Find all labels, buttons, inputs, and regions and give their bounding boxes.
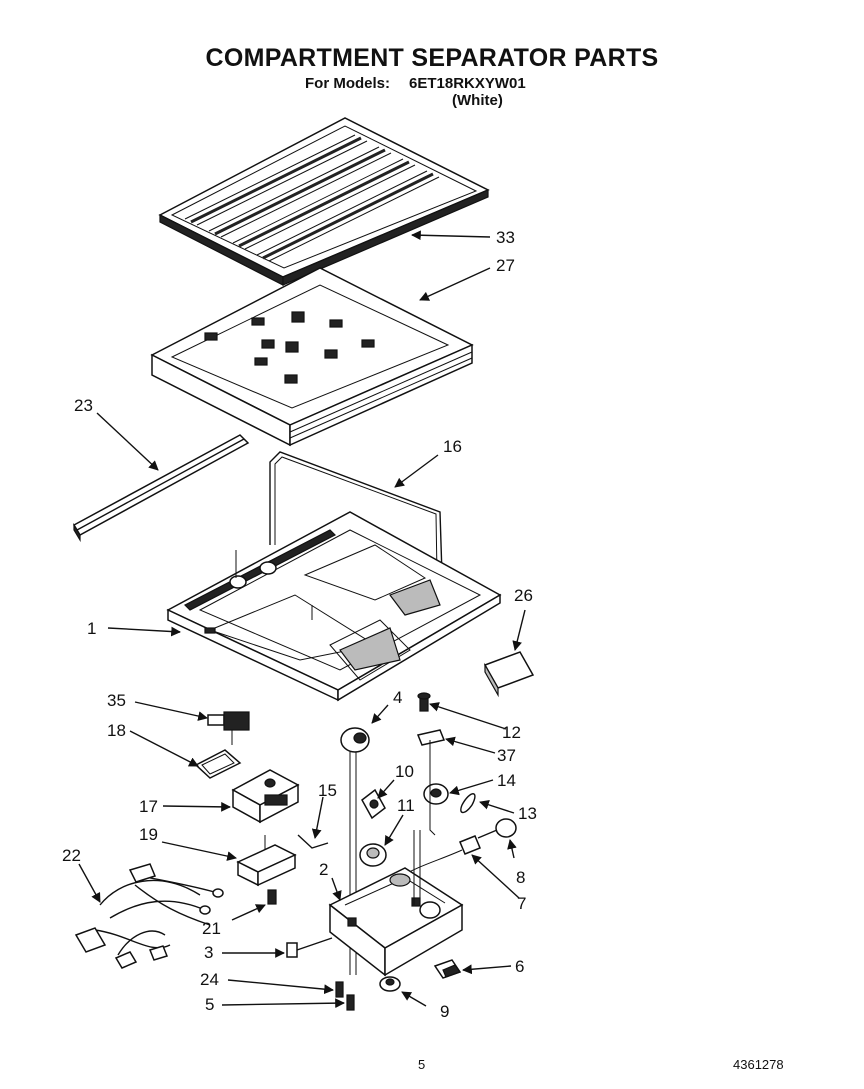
callout-7: 7 bbox=[517, 894, 526, 913]
document-number: 4361278 bbox=[733, 1057, 784, 1072]
callout-17: 17 bbox=[139, 797, 158, 816]
part-1-compartment-separator bbox=[166, 511, 502, 702]
part-8-light-socket bbox=[477, 818, 517, 839]
part-6-light-shield bbox=[433, 959, 462, 979]
callout-10: 10 bbox=[395, 762, 414, 781]
callout-37: 37 bbox=[497, 746, 516, 765]
part-21-screw bbox=[267, 889, 277, 905]
model-number: 6ET18RKXYW01 bbox=[409, 75, 526, 92]
part-15-clip bbox=[297, 834, 329, 849]
callout-6: 6 bbox=[515, 957, 524, 976]
part-19-control-cover bbox=[236, 835, 297, 887]
callout-1: 1 bbox=[87, 619, 96, 638]
part-17-control-housing bbox=[231, 769, 300, 824]
leader-lines bbox=[78, 230, 526, 1009]
part-22-wire-harness bbox=[74, 863, 224, 969]
callout-26: 26 bbox=[514, 586, 533, 605]
part-35-knob-shaft bbox=[207, 711, 250, 745]
part-33-shelf-grille bbox=[158, 117, 490, 286]
callout-22: 22 bbox=[62, 846, 81, 865]
part-2-control-housing bbox=[328, 830, 464, 977]
callout-4: 4 bbox=[393, 688, 402, 707]
callout-16: 16 bbox=[443, 437, 462, 456]
part-23-trim-strip bbox=[72, 434, 250, 543]
callout-14: 14 bbox=[497, 771, 516, 790]
callout-3: 3 bbox=[204, 943, 213, 962]
callout-21: 21 bbox=[202, 919, 221, 938]
callout-13: 13 bbox=[518, 804, 537, 823]
callout-15: 15 bbox=[318, 781, 337, 800]
callout-18: 18 bbox=[107, 721, 126, 740]
callout-24: 24 bbox=[200, 970, 219, 989]
part-16-heater-wire bbox=[269, 451, 443, 576]
callout-8: 8 bbox=[516, 868, 525, 887]
part-37-tape bbox=[416, 729, 446, 746]
callout-23: 23 bbox=[74, 396, 93, 415]
callout-5: 5 bbox=[205, 995, 214, 1014]
part-5-screw bbox=[346, 994, 355, 1011]
page-title: COMPARTMENT SEPARATOR PARTS bbox=[205, 44, 659, 72]
callout-33: 33 bbox=[496, 228, 515, 247]
model-line: For Models: 6ET18RKXYW01 bbox=[305, 75, 526, 92]
part-18-control-knob bbox=[194, 749, 242, 779]
part-7-wire-connector bbox=[397, 835, 481, 879]
part-14-thermostat bbox=[423, 740, 449, 836]
part-11-damper-knob bbox=[359, 843, 387, 867]
part-24-screw bbox=[335, 981, 344, 998]
part-27-separator-cover bbox=[150, 267, 474, 447]
part-26-bracket bbox=[483, 651, 535, 698]
part-3-clip bbox=[286, 937, 333, 958]
callout-9: 9 bbox=[440, 1002, 449, 1021]
callout-11: 11 bbox=[397, 796, 415, 815]
callout-19: 19 bbox=[139, 825, 158, 844]
callout-27: 27 bbox=[496, 256, 515, 275]
part-10-cam-switch bbox=[361, 788, 386, 820]
model-color: (White) bbox=[452, 92, 503, 109]
part-13-sensor-clip bbox=[460, 793, 476, 814]
models-label: For Models: bbox=[305, 75, 390, 92]
page-number: 5 bbox=[418, 1057, 426, 1072]
callout-12: 12 bbox=[502, 723, 521, 742]
part-9-bulb bbox=[379, 976, 401, 992]
callout-2: 2 bbox=[319, 860, 328, 879]
callout-35: 35 bbox=[107, 691, 126, 710]
callout-labels: 33 27 23 16 1 26 4 35 12 18 37 10 14 15 … bbox=[62, 228, 537, 1021]
part-12-screw bbox=[417, 692, 431, 712]
